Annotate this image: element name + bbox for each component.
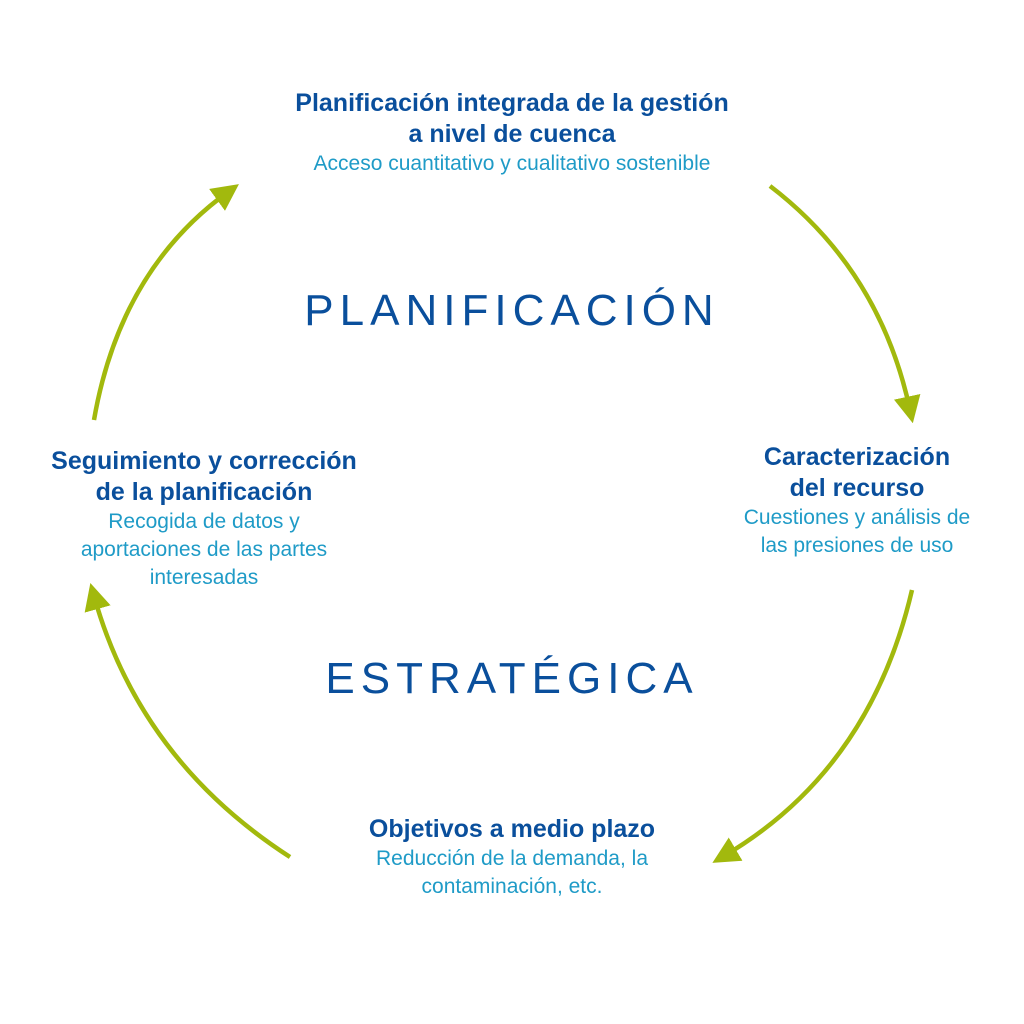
node-top-title-2: a nivel de cuenca: [408, 120, 616, 148]
arrow-left-to-top: [91, 184, 239, 421]
node-top-title-1: Planificación integrada de la gestión: [295, 89, 729, 117]
arrow-top-to-right: [768, 184, 921, 424]
node-top: Planificación integrada de la gestión a …: [200, 88, 824, 178]
node-left: Seguimiento y corrección de la planifica…: [4, 446, 404, 592]
node-left-subtitle-3: interesadas: [149, 566, 259, 589]
node-right-title-1: Caracterización: [763, 443, 951, 471]
node-left-subtitle-1: Recogida de datos y: [108, 510, 300, 533]
node-top-subtitle-1: Acceso cuantitativo y cualitativo sosten…: [313, 152, 711, 175]
node-right-title-2: del recurso: [789, 474, 925, 502]
node-bottom-title-1: Objetivos a medio plazo: [368, 815, 656, 843]
node-left-title-2: de la planificación: [95, 478, 313, 506]
center-title-line1: PLANIFICACIÓN: [304, 286, 720, 335]
node-right: Caracterización del recurso Cuestiones y…: [700, 442, 1014, 560]
node-right-subtitle-2: las presiones de uso: [760, 534, 954, 557]
arrow-bottom-to-left: [84, 583, 292, 859]
node-bottom-subtitle-1: Reducción de la demanda, la: [375, 847, 648, 870]
node-bottom: Objetivos a medio plazo Reducción de la …: [262, 814, 762, 901]
node-right-subtitle-1: Cuestiones y análisis de: [743, 506, 971, 529]
node-left-title-1: Seguimiento y corrección: [51, 447, 357, 475]
node-left-subtitle-2: aportaciones de las partes: [80, 538, 328, 561]
center-title-line2: ESTRATÉGICA: [325, 654, 699, 703]
arrow-right-to-bottom: [712, 589, 915, 863]
node-bottom-subtitle-2: contaminación, etc.: [421, 875, 603, 898]
